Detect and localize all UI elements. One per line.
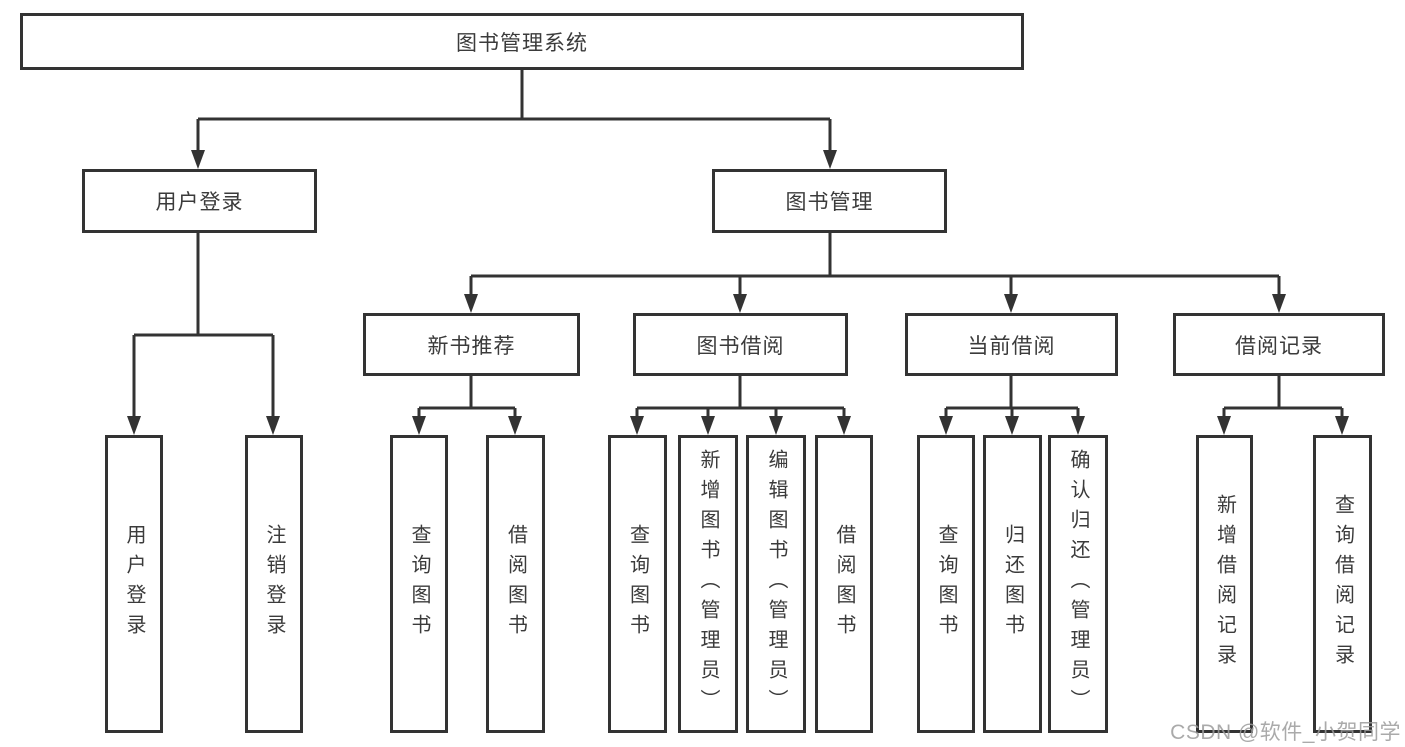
connector-current-borrow-children: [939, 376, 1085, 435]
leaf-query-books-borrow: 查询图书: [608, 435, 667, 733]
leaf-user-login: 用户登录: [105, 435, 163, 733]
node-new-book-recommendation: 新书推荐: [363, 313, 580, 376]
leaf-confirm-return-admin: 确认归还（管理员）: [1048, 435, 1108, 733]
connector-new-book-children: [412, 376, 522, 435]
leaf-edit-books-admin: 编辑图书（管理员）: [746, 435, 806, 733]
leaf-borrow-books: 借阅图书: [815, 435, 873, 733]
leaf-query-books-recommend: 查询图书: [390, 435, 448, 733]
connector-book-borrow-children: [630, 376, 851, 435]
leaf-add-books-admin: 新增图书（管理员）: [678, 435, 738, 733]
leaf-borrow-books-recommend: 借阅图书: [486, 435, 545, 733]
connector-root-to-level2: [191, 70, 837, 169]
leaf-logout: 注销登录: [245, 435, 303, 733]
leaf-add-borrow-record: 新增借阅记录: [1196, 435, 1253, 733]
connector-user-login-children: [127, 233, 280, 435]
node-current-borrowing: 当前借阅: [905, 313, 1118, 376]
node-user-login: 用户登录: [82, 169, 317, 233]
watermark-text: CSDN @软件_小贺同学: [1170, 721, 1401, 744]
node-root-library-system: 图书管理系统: [20, 13, 1024, 70]
node-borrowing-records: 借阅记录: [1173, 313, 1385, 376]
node-book-management: 图书管理: [712, 169, 947, 233]
node-book-borrowing: 图书借阅: [633, 313, 848, 376]
leaf-query-books-current: 查询图书: [917, 435, 975, 733]
connector-borrow-records-children: [1217, 376, 1349, 435]
leaf-return-books: 归还图书: [983, 435, 1042, 733]
leaf-query-borrow-record: 查询借阅记录: [1313, 435, 1372, 733]
connector-book-mgmt-children: [464, 233, 1286, 313]
